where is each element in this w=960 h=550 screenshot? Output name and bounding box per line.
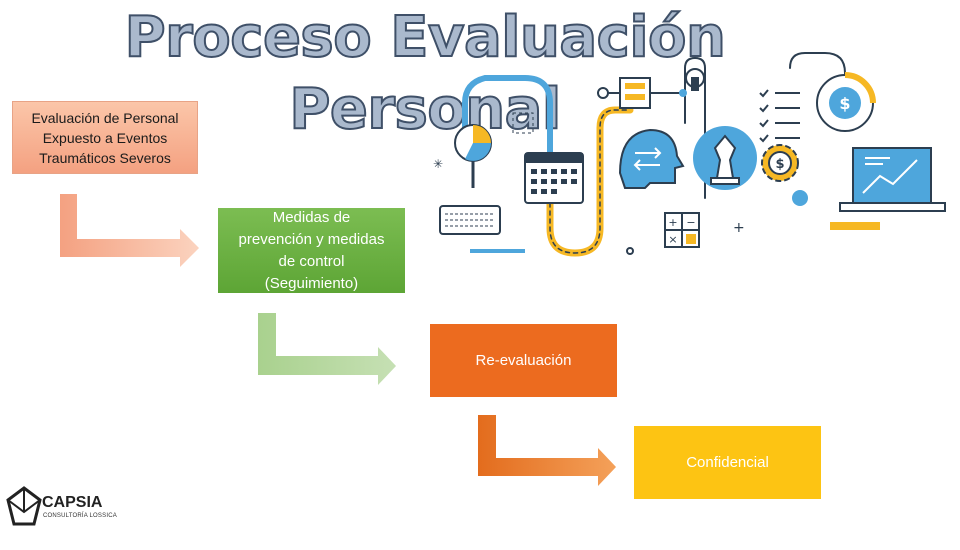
svg-text:✳: ✳ [433,157,443,171]
head-arrows-icon [618,128,685,189]
svg-text:+: + [733,220,745,236]
logo-subtitle: CONSULTORÍA LOSSICA [43,513,117,519]
capsia-logo [6,486,42,526]
lock-icon [685,68,705,91]
gear-dollar-icon: $ [761,144,808,206]
svg-text:$: $ [775,157,784,172]
keyboard-icon [439,205,525,253]
page-title: Proceso Evaluación Personal [124,4,727,143]
logo-name: CAPSIA [42,494,103,511]
business-process-illustration: + − × $ $ + ✳ [433,52,946,257]
pie-chart-icon [454,124,492,188]
arrow-1 [60,194,199,267]
svg-text:+: + [668,216,677,229]
step-evaluacion-personal: Evaluación de Personal Expuesto a Evento… [12,101,198,174]
calendar-icon [524,152,584,204]
svg-text:−: − [686,216,695,229]
flowchart-icon [597,77,687,109]
svg-text:×: × [668,233,677,246]
laptop-chart-icon [830,147,946,230]
step-confidencial: Confidencial [634,426,821,499]
step-re-evaluacion: Re-evaluación [430,324,617,397]
dollar-gauge-icon: $ [816,72,876,132]
arrow-3 [478,415,616,486]
chess-icon [693,126,757,190]
checklist-icon [759,89,800,143]
arrow-2 [258,313,396,385]
svg-text:$: $ [839,94,850,113]
calculator-icon: + − × [664,212,700,248]
step-medidas-prevencion: Medidas de prevención y medidas de contr… [218,208,405,293]
